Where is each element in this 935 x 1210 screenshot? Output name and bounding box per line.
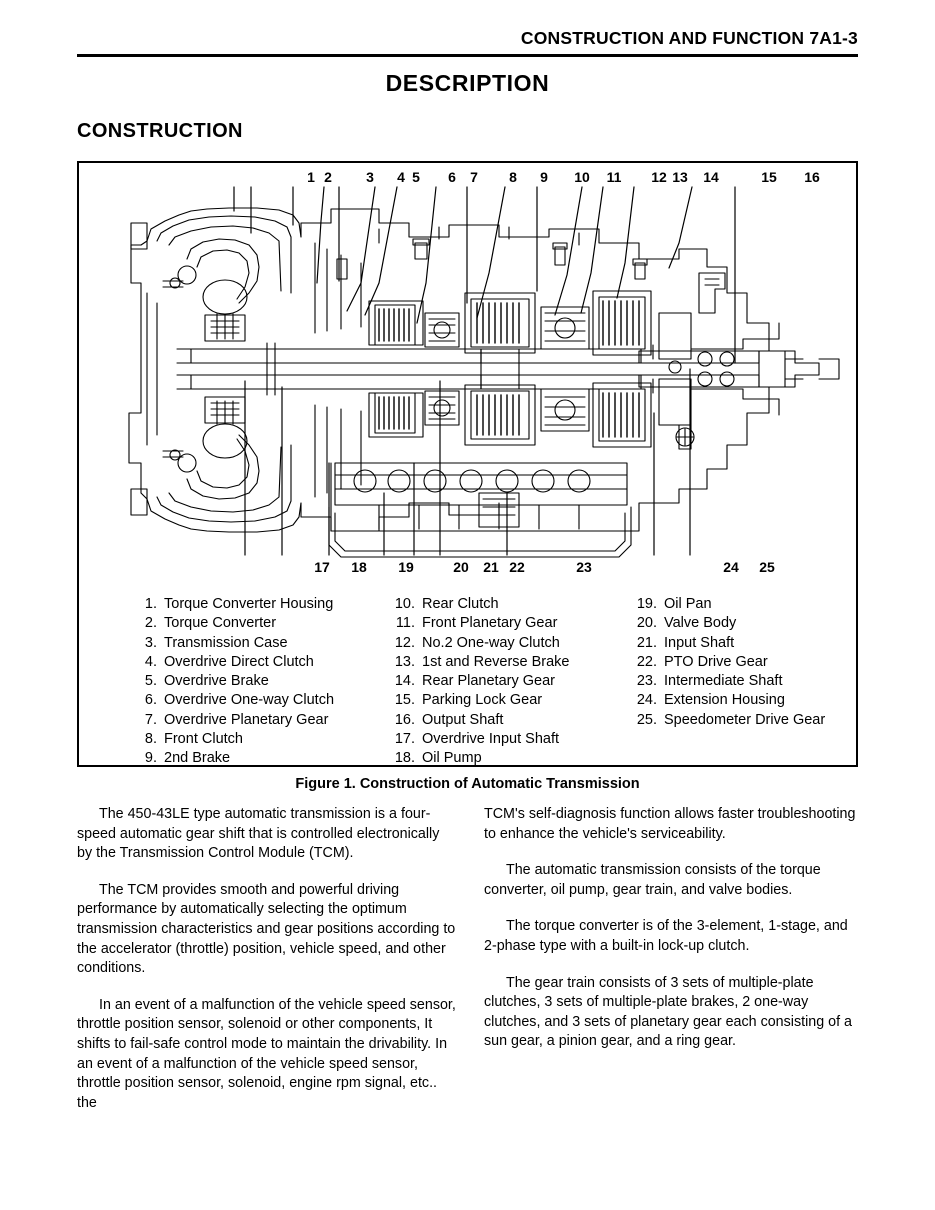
legend-item: 24. Extension Housing: [631, 691, 825, 710]
section-heading: CONSTRUCTION: [77, 120, 243, 142]
legend-item-label: PTO Drive Gear: [664, 653, 768, 670]
header-rule: [77, 54, 858, 57]
legend-item: 16. Output Shaft: [389, 711, 570, 730]
figure-legend: 1. Torque Converter Housing 2. Torque Conve…: [79, 595, 856, 767]
legend-column-3: 19. Oil Pan 20. Valve Body 21. Input Shaft 22.…: [631, 595, 825, 730]
legend-item: 20. Valve Body: [631, 614, 825, 633]
legend-item-label: 1st and Reverse Brake: [422, 653, 570, 670]
legend-item-number: 11.: [395, 615, 415, 632]
legend-item-number: 17.: [394, 731, 415, 748]
legend-item: 7. Overdrive Planetary Gear: [131, 711, 334, 730]
legend-item-label: Torque Converter: [164, 615, 277, 632]
legend-item-number: 14.: [394, 673, 415, 690]
legend-item-number: 21.: [636, 634, 657, 651]
legend-item-number: 5.: [144, 673, 157, 690]
legend-item: 25. Speedometer Drive Gear: [631, 711, 825, 730]
legend-item: 22. PTO Drive Gear: [631, 653, 825, 672]
legend-item-label: Overdrive Planetary Gear: [164, 711, 329, 728]
legend-item-number: 22.: [636, 653, 657, 670]
legend-item-number: 10.: [394, 596, 415, 612]
body-paragraph: The TCM provides smooth and powerful dri…: [77, 881, 456, 977]
legend-item: 10. Rear Clutch: [389, 595, 570, 614]
body-paragraph: TCM's self-diagnosis function allows fas…: [484, 806, 856, 842]
legend-item: 9. 2nd Brake: [131, 749, 334, 767]
legend-item-number: 3.: [144, 634, 157, 651]
legend-item: 8. Front Clutch: [131, 730, 334, 749]
body-paragraph: The 450-43LE type automatic transmission…: [77, 806, 440, 862]
legend-item-number: 8.: [144, 731, 157, 748]
figure-caption: Figure 1. Construction of Automatic Tran…: [295, 776, 640, 792]
legend-item-label: Transmission Case: [164, 634, 288, 651]
page-header: CONSTRUCTION AND FUNCTION 7A1-3: [77, 28, 858, 49]
body-text-left-column: The 450-43LE type automatic transmission…: [77, 805, 457, 1130]
legend-item-label: Front Planetary Gear: [422, 615, 558, 632]
legend-item-label: Output Shaft: [422, 711, 504, 728]
legend-item-label: Oil Pan: [664, 596, 712, 612]
legend-item-label: Speedometer Drive Gear: [664, 711, 826, 728]
legend-item-label: Front Clutch: [164, 731, 243, 748]
body-paragraph: The automatic transmission consists of t…: [484, 862, 821, 898]
legend-item-number: 24.: [636, 692, 657, 709]
legend-item: 17. Overdrive Input Shaft: [389, 730, 570, 749]
legend-item: 23. Intermediate Shaft: [631, 672, 825, 691]
legend-item-number: 19.: [636, 596, 657, 612]
legend-item: 15. Parking Lock Gear: [389, 691, 570, 710]
legend-item: 12. No.2 One-way Clutch: [389, 634, 570, 653]
legend-column-2: 10. Rear Clutch 11. Front Planetary Gear 12.…: [389, 595, 570, 767]
legend-item-label: Input Shaft: [664, 634, 735, 651]
legend-item: 1. Torque Converter Housing: [131, 595, 334, 614]
legend-item: 6. Overdrive One-way Clutch: [131, 691, 334, 710]
legend-item-label: Oil Pump: [422, 750, 482, 767]
legend-item-label: Overdrive Input Shaft: [422, 731, 560, 748]
body-paragraph: The torque converter is of the 3-element…: [484, 918, 848, 954]
legend-item-label: Parking Lock Gear: [422, 692, 543, 709]
legend-item: 5. Overdrive Brake: [131, 672, 334, 691]
transmission-cross-section-diagram: [128, 186, 840, 558]
legend-item-label: Overdrive One-way Clutch: [164, 692, 335, 709]
legend-item-number: 9.: [144, 750, 157, 767]
legend-item-label: Torque Converter Housing: [164, 596, 334, 612]
legend-item: 11. Front Planetary Gear: [389, 614, 570, 633]
legend-item-label: Intermediate Shaft: [664, 673, 783, 690]
legend-item-number: 7.: [144, 711, 157, 728]
page-title: DESCRIPTION: [385, 70, 550, 96]
legend-item: 4. Overdrive Direct Clutch: [131, 653, 334, 672]
legend-item-number: 25.: [636, 711, 657, 728]
legend-item-number: 18.: [394, 750, 415, 767]
legend-item: 3. Transmission Case: [131, 634, 334, 653]
legend-item-label: Overdrive Brake: [164, 673, 269, 690]
legend-item-number: 4.: [144, 653, 157, 670]
legend-item-number: 1.: [144, 596, 157, 612]
legend-item: 21. Input Shaft: [631, 634, 825, 653]
legend-item-number: 13.: [394, 653, 415, 670]
legend-item-label: Rear Planetary Gear: [422, 673, 555, 690]
legend-item-number: 6.: [144, 692, 157, 709]
body-paragraph: In an event of a malfunction of the vehi…: [77, 996, 456, 1111]
running-head: CONSTRUCTION AND FUNCTION 7A1-3: [520, 28, 858, 48]
legend-item: 2. Torque Converter: [131, 614, 334, 633]
legend-item: 19. Oil Pan: [631, 595, 825, 614]
legend-item: 18. Oil Pump: [389, 749, 570, 767]
legend-column-1: 1. Torque Converter Housing 2. Torque Conve…: [131, 595, 334, 767]
body-text-right-column: TCM's self-diagnosis function allows fas…: [484, 805, 864, 1069]
legend-item-label: Extension Housing: [664, 692, 785, 709]
legend-item-label: No.2 One-way Clutch: [422, 634, 560, 651]
legend-item-label: Rear Clutch: [422, 596, 499, 612]
legend-item-label: Valve Body: [664, 615, 737, 632]
legend-item: 14. Rear Planetary Gear: [389, 672, 570, 691]
legend-item-label: Overdrive Direct Clutch: [164, 653, 314, 670]
legend-item-label: 2nd Brake: [164, 750, 231, 767]
legend-item: 13. 1st and Reverse Brake: [389, 653, 570, 672]
body-paragraph: The gear train consists of 3 sets of mul…: [484, 974, 852, 1050]
legend-item-number: 20.: [636, 615, 657, 632]
legend-item-number: 2.: [144, 615, 157, 632]
legend-item-number: 16.: [394, 711, 415, 728]
legend-item-number: 12.: [394, 634, 415, 651]
legend-item-number: 15.: [394, 692, 415, 709]
legend-item-number: 23.: [636, 673, 657, 690]
